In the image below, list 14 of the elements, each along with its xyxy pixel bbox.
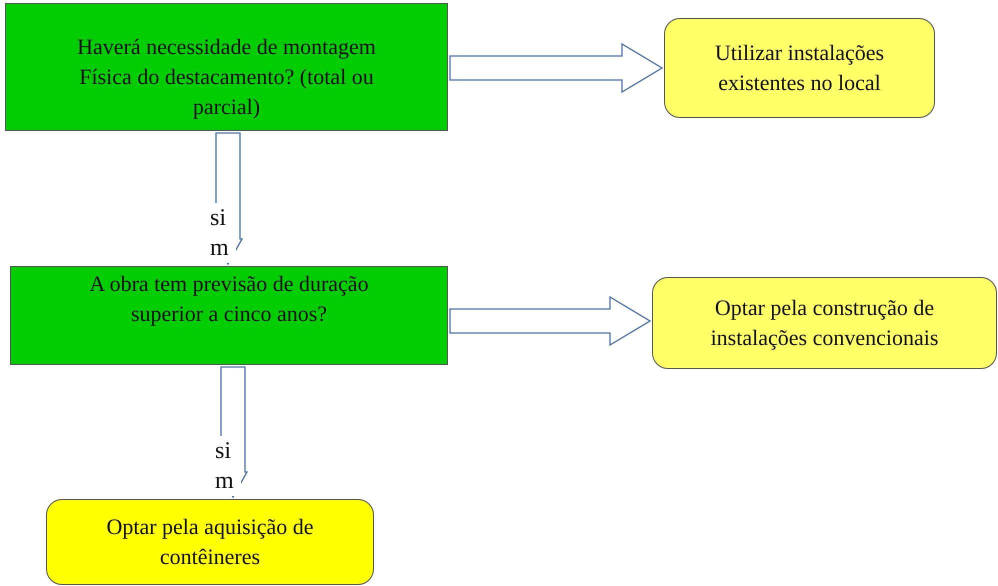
action-box (46, 499, 374, 585)
action-box (664, 18, 935, 118)
node-text: Optar pela construção de instalações convencionais (710, 294, 940, 352)
block-arrow (449, 296, 652, 346)
node-text: Haverá necessidade de montagem Física do destacamento? (total ou parcial) (76, 33, 377, 121)
edge-label: sim (215, 436, 242, 496)
node-text: A obra tem previsão de duração superior a cinco anos? (88, 270, 370, 328)
edge-label: sim (210, 202, 236, 262)
node-text: Optar pela aquisição de contêineres (105, 513, 315, 571)
block-arrow (449, 42, 664, 94)
question-box (10, 266, 448, 365)
question-box (5, 3, 448, 131)
node-text: Utilizar instalações existentes no local (714, 39, 886, 97)
action-box (652, 277, 997, 369)
